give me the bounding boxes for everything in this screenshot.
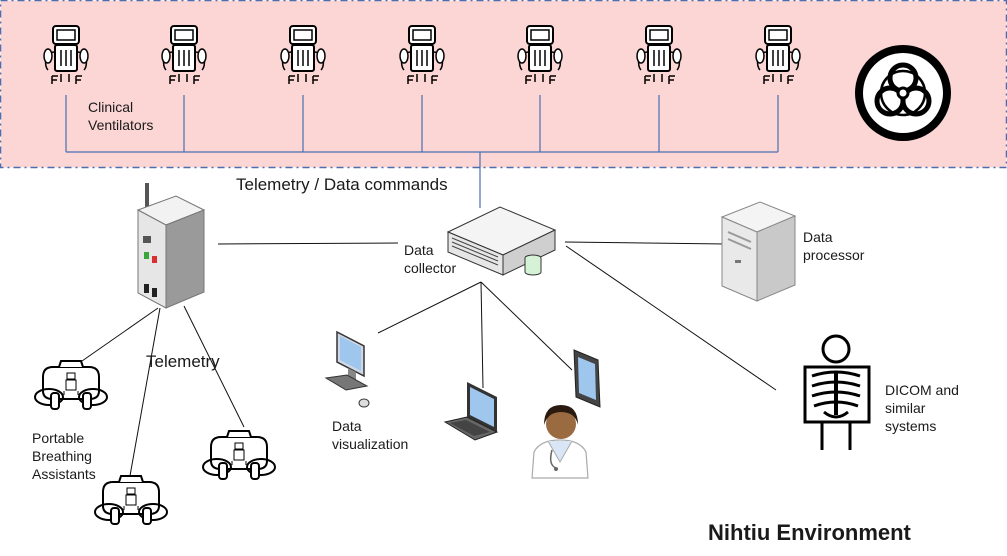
portable-breathing-assistant-icon [202,430,276,480]
zone-label: Clinical Ventilators [88,99,154,133]
breathing-assistants-label: Portable Breathing Assistants [32,430,96,482]
visualization-label: Data visualization [332,418,409,452]
bus-label: Telemetry / Data commands [236,175,448,194]
telemetry-bus [65,95,779,208]
biohazard-icon [855,45,951,141]
processor-label: Data processor [803,229,865,263]
xray-icon [803,334,871,450]
environment-title: Nihtiu Environment [708,520,911,545]
desktop-computer-icon [324,330,370,408]
portable-breathing-assistant-icon [94,475,168,525]
telemetry-server-icon [136,183,206,309]
biohazard-zone [0,0,1007,169]
laptop-icon [443,382,499,441]
doctor-icon [531,405,589,479]
telemetry-label: Telemetry [146,352,220,371]
network-links [71,241,777,488]
tablet-icon [573,349,601,408]
dicom-label: DICOM and similar systems [885,382,959,434]
data-collector-icon [446,206,557,276]
collector-label: Data collector [404,242,457,276]
data-processor-icon [720,201,797,302]
portable-breathing-assistant-icon [34,360,108,410]
